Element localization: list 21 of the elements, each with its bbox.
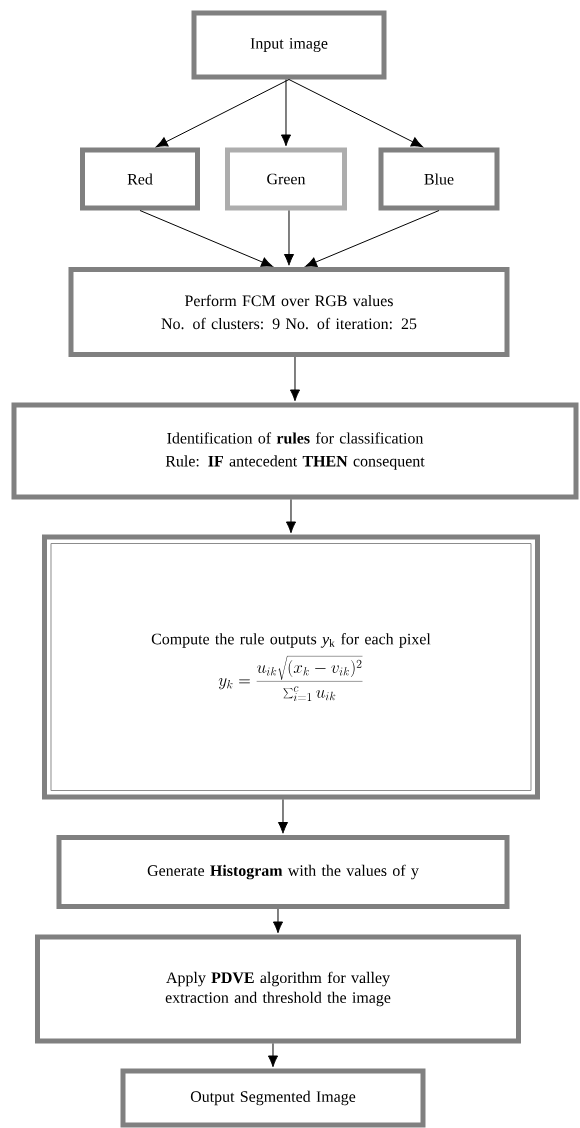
process-box: Green: [225, 147, 347, 211]
formula-box: Compute the rule outputs y$_{k}$ for each pixel $y_k = \frac{u_{ik}\sqrt{(x_k - v_{ik})^2}}{\sum_{i=1}^{c} u_{ik}}$: [42, 534, 540, 800]
arrow: [156, 79, 290, 148]
process-box: Identification of rules for classification Rule: IF antecedent THEN consequent: [11, 402, 579, 500]
arrow: [285, 499, 297, 534]
arrow: [289, 356, 301, 402]
arrow: [280, 79, 292, 147]
process-box: Blue: [378, 147, 500, 211]
arrow: [283, 210, 295, 266]
process-box: Output Segmented Image: [120, 1068, 426, 1128]
arrow: [267, 1043, 279, 1068]
process-box: Perform FCM over RGB values No. of clusters: 9 No. of iteration: 25: [68, 267, 510, 357]
arrow: [305, 210, 440, 267]
process-box: Apply PDVE algorithm for valley extraction and threshold the image: [35, 934, 521, 1044]
process-box: Input image: [191, 10, 387, 80]
arrow: [288, 79, 423, 148]
arrow: [139, 210, 273, 267]
process-box: Red: [80, 147, 200, 211]
process-box: Generate Histogram with the values of y: [56, 835, 510, 909]
arrow: [272, 908, 284, 934]
arrow: [277, 799, 289, 834]
